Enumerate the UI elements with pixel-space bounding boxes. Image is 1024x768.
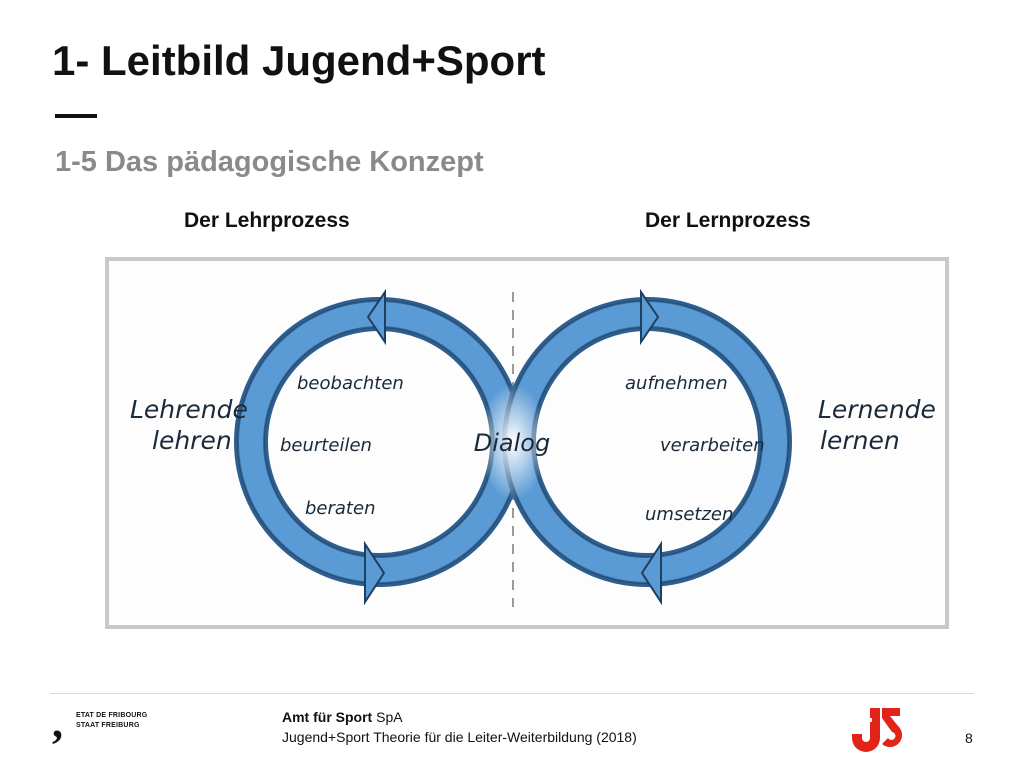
right-step-3: umsetzen [645, 504, 733, 525]
page-number: 8 [965, 730, 973, 746]
left-loop-arrow-bottom [364, 540, 386, 606]
left-side-label-2: lehren [152, 426, 232, 455]
right-step-2: verarbeiten [660, 435, 765, 456]
jugend-sport-logo-icon [852, 708, 902, 752]
footer-course: Jugend+Sport Theorie für die Leiter-Weit… [282, 729, 637, 745]
right-step-1: aufnehmen [625, 373, 728, 394]
left-loop-arrow-top [366, 288, 386, 346]
left-step-2: beurteilen [280, 435, 372, 456]
logo-text-line2: STAAT FREIBURG [76, 722, 140, 729]
footer-org-suffix: SpA [376, 709, 403, 725]
right-loop-arrow-bottom [640, 540, 662, 606]
slide-subtitle: 1-5 Das pädagogische Konzept [55, 146, 484, 178]
heading-lehrprozess: Der Lehrprozess [184, 209, 350, 232]
etat-fribourg-logo: , ETAT DE FRIBOURG STAAT FREIBURG [52, 698, 172, 748]
right-side-label-2: lernen [820, 426, 900, 455]
title-underline [55, 114, 97, 118]
logo-text-line1: ETAT DE FRIBOURG [76, 712, 148, 719]
right-side-label-1: Lernende [818, 395, 936, 424]
footer-text: Amt für Sport SpA Jugend+Sport Theorie f… [282, 707, 637, 747]
slide-title: 1- Leitbild Jugend+Sport [52, 37, 546, 84]
comma-logo-icon: , [52, 698, 63, 747]
left-side-label-1: Lehrende [130, 395, 248, 424]
left-step-1: beobachten [297, 373, 404, 394]
footer-divider [50, 693, 974, 694]
footer-org-name: Amt für Sport [282, 709, 373, 725]
dialog-glow [479, 384, 547, 500]
infinity-dialog-diagram: Dialog beobachten beurteilen beraten auf… [105, 257, 949, 629]
left-step-3: beraten [305, 498, 375, 519]
footer-org: Amt für Sport SpA [282, 707, 637, 727]
dialog-label: Dialog [474, 429, 550, 457]
heading-lernprozess: Der Lernprozess [645, 209, 811, 232]
right-loop-arrow-top [640, 288, 660, 346]
